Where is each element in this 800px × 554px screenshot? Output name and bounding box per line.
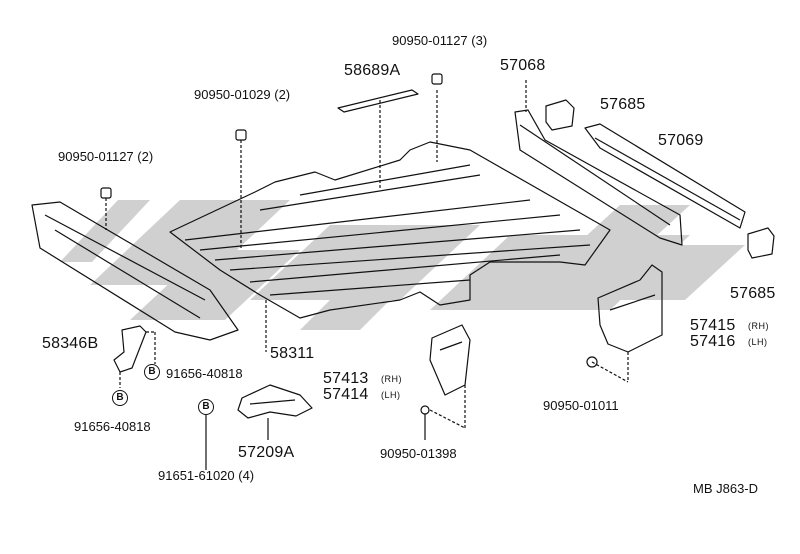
crossmember-left [31, 201, 239, 341]
label-57068: 57068 [500, 57, 546, 74]
label-91656-40818-b: 91656-40818 [74, 419, 151, 434]
label-57413-side: (RH) [381, 374, 402, 384]
label-57415: 57415 [690, 317, 736, 334]
label-57685-bottom: 57685 [730, 285, 776, 302]
label-58346B: 58346B [42, 335, 99, 352]
cap-57685-bottom [747, 227, 775, 259]
label-91656-40818-a: 91656-40818 [166, 366, 243, 381]
label-57069: 57069 [658, 132, 704, 149]
plug-90950-01011 [586, 356, 598, 368]
bracket-57415 [591, 264, 663, 383]
plug-90950-01127-left [100, 187, 112, 199]
rail-57069 [584, 123, 746, 229]
plug-90950-01127-top [431, 73, 443, 85]
label-58689A: 58689A [344, 62, 401, 79]
label-90950-01127-2: 90950-01127 (2) [58, 149, 154, 164]
label-57414-side: (LH) [381, 390, 401, 400]
label-57209A: 57209A [238, 444, 295, 461]
label-90950-01127-3: 90950-01127 (3) [392, 33, 488, 48]
label-57414: 57414 [323, 386, 369, 403]
label-57413: 57413 [323, 370, 369, 387]
cap-57685-top [545, 99, 575, 131]
label-58311: 58311 [270, 345, 315, 362]
label-90950-01011: 90950-01011 [543, 398, 619, 413]
bracket-57209A [237, 384, 313, 440]
floor-pan-58311 [169, 90, 611, 352]
bracket-57413 [429, 324, 471, 429]
label-57685-top: 57685 [600, 96, 646, 113]
bracket-58346B [113, 325, 156, 388]
bar-58689A [337, 89, 419, 113]
label-57416-side: (LH) [748, 337, 768, 347]
label-57415-side: (RH) [748, 321, 769, 331]
bolt-marker-c: B [198, 399, 214, 415]
rail-57068 [514, 80, 683, 246]
watermark-logo [60, 200, 745, 330]
reference-code: MB J863-D [693, 481, 759, 496]
label-57416: 57416 [690, 333, 736, 350]
label-90950-01398: 90950-01398 [380, 446, 457, 461]
bolt-marker-b: B [112, 390, 128, 406]
plug-90950-01029 [235, 129, 247, 141]
plug-90950-01398 [420, 405, 430, 415]
label-91651-61020-4: 91651-61020 (4) [158, 468, 255, 483]
bolt-marker-a: B [144, 364, 160, 380]
label-90950-01029-2: 90950-01029 (2) [194, 87, 291, 102]
